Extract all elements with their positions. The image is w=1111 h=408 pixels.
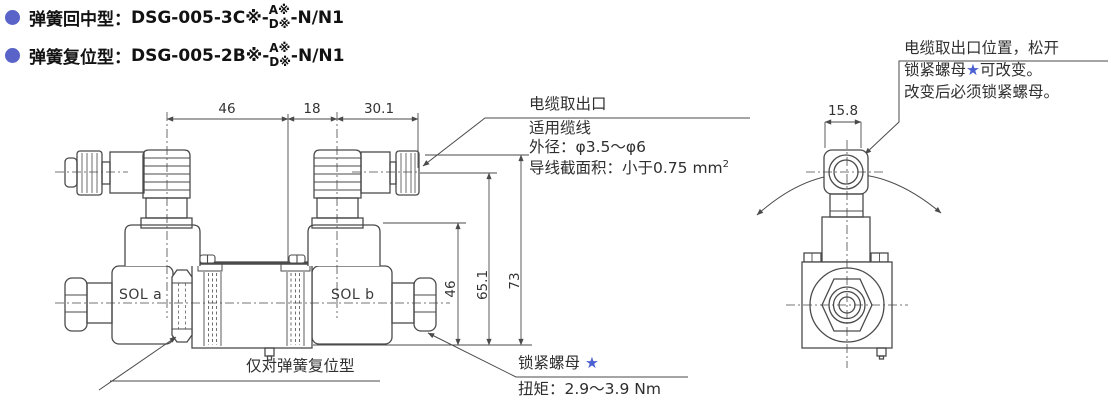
position-note-line2: 锁紧螺母★可改变。 <box>904 61 1042 79</box>
mounting-bolts <box>199 254 306 264</box>
cable-outer-dia-label: 外径：φ3.5～φ6 <box>529 138 646 156</box>
leader-lock-nut <box>427 332 688 378</box>
title-line-spring-offset: 弹簧复位型： DSG-005-2B※- A※ D※ -N/N1 <box>5 41 345 70</box>
dim-height-cable-top: 73 <box>507 272 523 290</box>
coil-a <box>124 224 201 266</box>
coil-b <box>307 224 381 266</box>
dim-span-left: 46 <box>218 101 236 117</box>
position-note-line3: 改变后必须锁紧螺母。 <box>904 83 1060 101</box>
variant-bottom: D※ <box>269 54 291 69</box>
cable-outlet-title: 电缆取出口 <box>529 95 607 113</box>
front-dimensions <box>166 113 532 346</box>
cable-gland-left <box>64 150 145 196</box>
cable-applicable-label: 适用缆线 <box>529 119 592 137</box>
title-line-spring-centered: 弹簧回中型： DSG-005-3C※- A※ D※ -N/N1 <box>5 3 344 32</box>
cable-gland-right <box>360 150 420 196</box>
type-label: 弹簧回中型： <box>29 10 131 31</box>
bullet-icon <box>5 48 20 64</box>
type-label: 弹簧复位型： <box>29 48 131 69</box>
variant-bottom: D※ <box>268 16 291 31</box>
centerlines-front <box>55 112 450 318</box>
variant-stack: A※ D※ <box>269 41 291 70</box>
wire-area-sup: 2 <box>722 159 730 170</box>
lock-nut-right <box>391 277 437 332</box>
leader-position-note <box>864 60 1108 155</box>
spring-return-hex-fitting <box>171 269 193 343</box>
dim-height-cable-center: 65.1 <box>475 269 491 301</box>
dim-height-coil: 46 <box>443 280 459 298</box>
sol-a-label: SOL a <box>119 287 163 303</box>
valve-block <box>191 261 313 361</box>
lock-nut-text: 锁紧螺母 <box>518 354 585 372</box>
leader-spring-note <box>98 336 177 391</box>
variant-top: A※ <box>269 41 291 55</box>
lock-nut-title: 锁紧螺母 ★ <box>518 354 599 372</box>
wire-area-text: 导线截面积：小于0.75 mm <box>529 159 723 178</box>
front-view <box>55 112 450 361</box>
spring-return-note: 仅对弹簧复位型 <box>246 357 355 375</box>
lock-nut-torque: 扭矩：2.9～3.9 Nm <box>518 380 661 398</box>
note-text: 可改变。 <box>979 61 1042 79</box>
end-dimensions <box>824 119 862 148</box>
leader-lines <box>98 60 1108 391</box>
position-note-line1: 电缆取出口位置，松开 <box>904 39 1060 57</box>
model-code: DSG-005-3C※- <box>131 7 269 28</box>
cable-wire-area-label: 导线截面积：小于0.75 mm2 <box>529 160 729 177</box>
lock-nut-left <box>64 277 113 332</box>
variant-top: A※ <box>268 3 290 17</box>
dim-end-width: 15.8 <box>827 103 859 119</box>
model-code: DSG-005-2B※- <box>131 45 270 66</box>
dim-span-mid: 18 <box>303 101 321 117</box>
connector-a <box>140 149 193 229</box>
star-icon: ★ <box>584 354 599 372</box>
star-icon: ★ <box>966 61 980 79</box>
note-text: 锁紧螺母 <box>904 61 967 79</box>
model-suffix: -N/N1 <box>290 45 345 66</box>
model-suffix: -N/N1 <box>290 7 344 28</box>
sol-b-label: SOL b <box>331 287 375 303</box>
housing-sol-a <box>111 265 174 345</box>
dim-span-right: 30.1 <box>363 101 395 117</box>
variant-stack: A※ D※ <box>268 3 291 32</box>
connector-b <box>311 149 364 229</box>
centerlines-end <box>786 140 908 368</box>
end-view <box>756 119 942 368</box>
leader-cable-outlet <box>422 117 750 167</box>
bullet-icon <box>5 10 20 26</box>
housing-sol-b <box>311 265 393 345</box>
